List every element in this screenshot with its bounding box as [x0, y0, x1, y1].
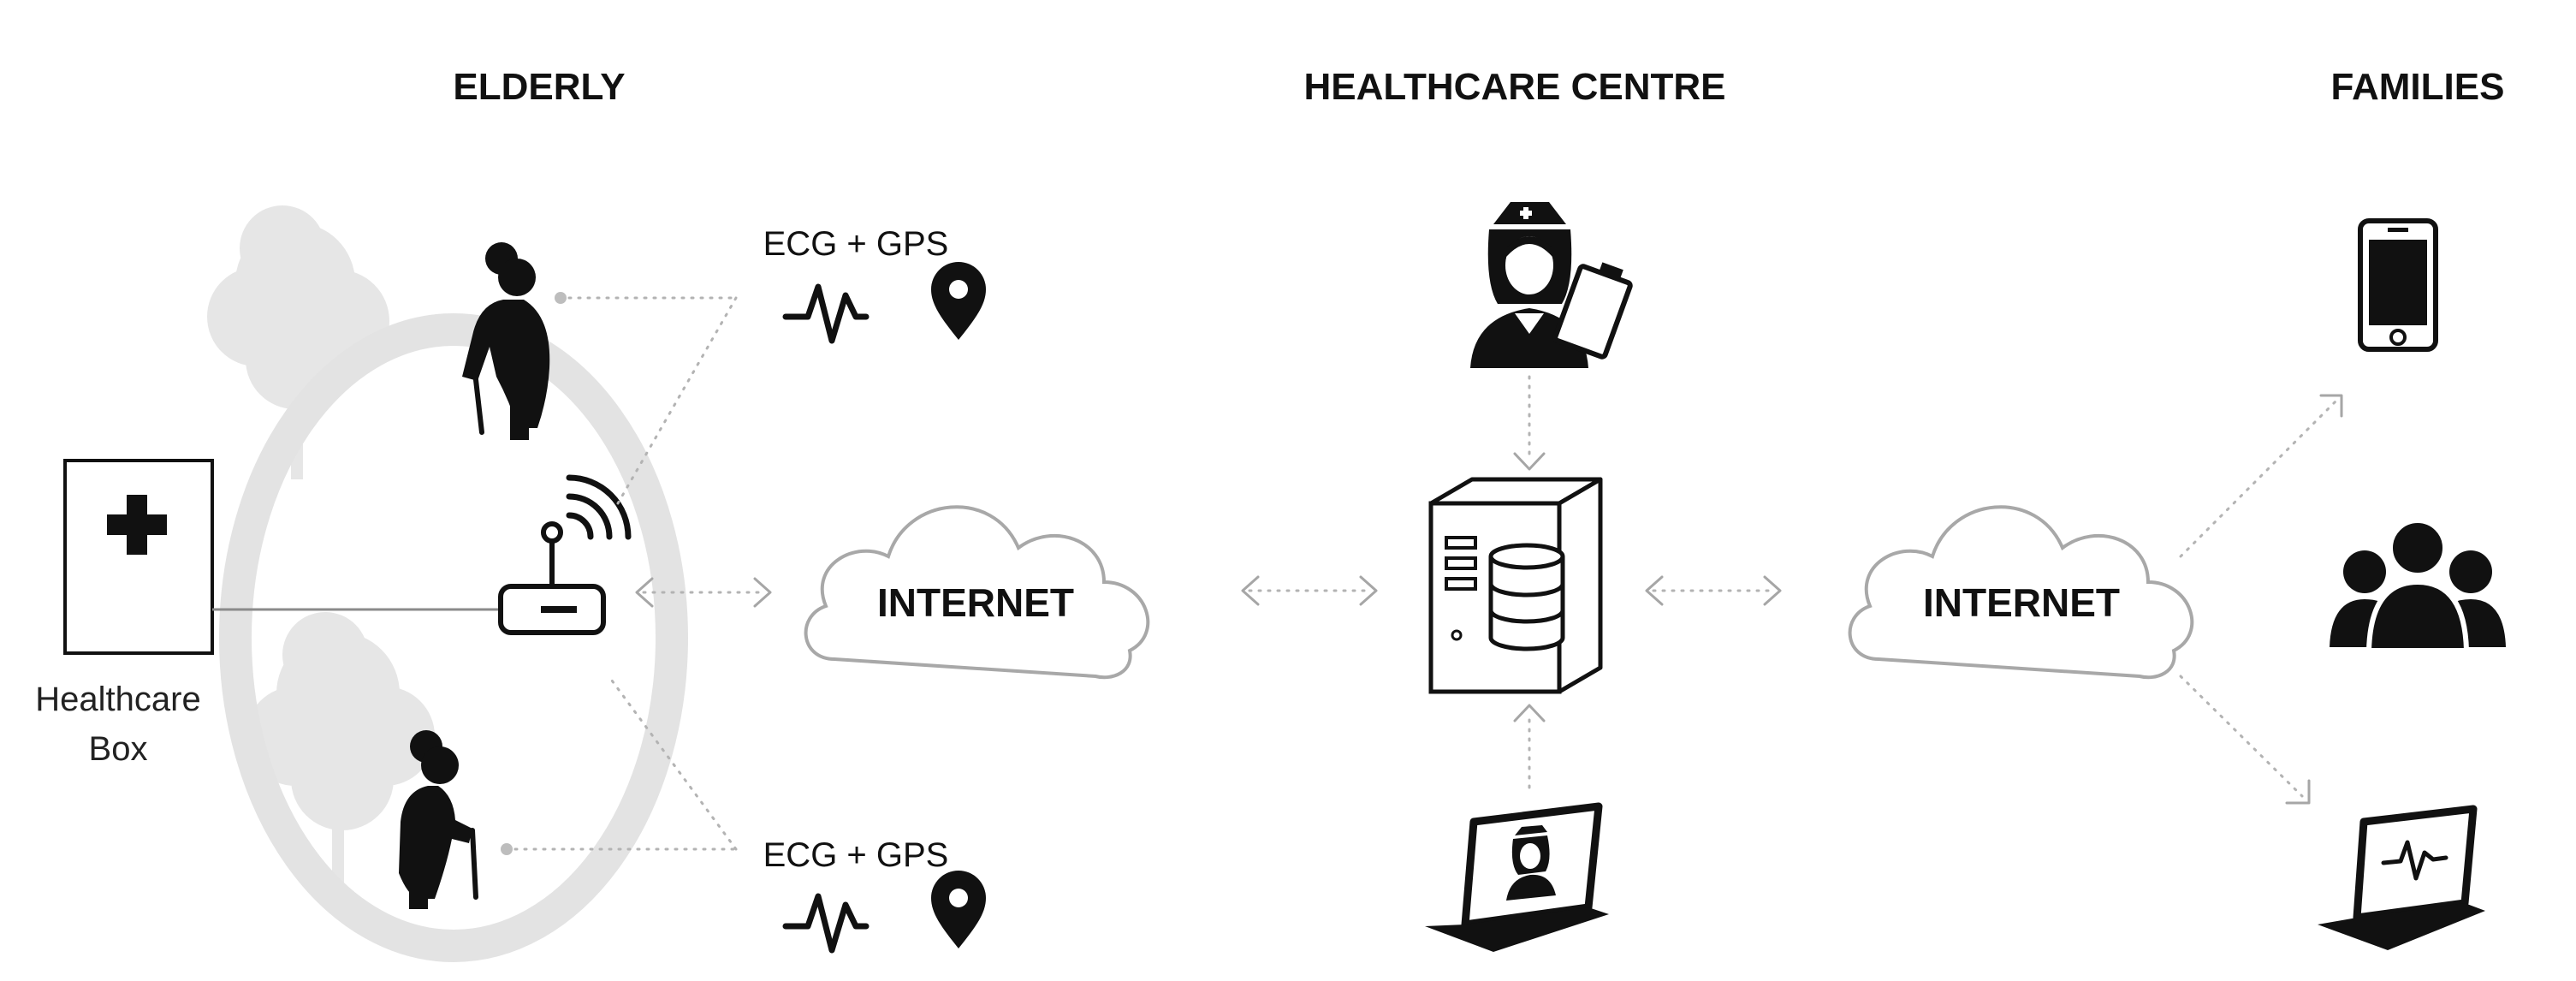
location-pin-icon [931, 871, 986, 948]
section-title-elderly: ELDERLY [453, 66, 625, 108]
ecg-heartbeat-icon [782, 893, 870, 954]
section-title-healthcare-centre: HEALTHCARE CENTRE [1304, 66, 1726, 108]
nurse-icon [1506, 825, 1556, 901]
sensor-label-top: ECG + GPS [763, 225, 949, 263]
walking-cane [472, 370, 484, 435]
arrow-nurse-to-server [1513, 375, 1546, 471]
tree-icon [207, 205, 389, 479]
arrow-to-laptop [2179, 675, 2311, 805]
cloud-icon [804, 505, 1150, 680]
wifi-router-icon [498, 474, 632, 635]
connector-dot [555, 292, 567, 304]
laptop-icon [1425, 802, 1609, 952]
sensor-label-bottom: ECG + GPS [763, 836, 949, 874]
clipboard-icon [1552, 262, 1633, 360]
arrow-laptop-to-server [1513, 704, 1546, 789]
connector-bottom-diagonal [610, 679, 738, 851]
laptop-icon [2318, 805, 2485, 950]
section-title-families: FAMILIES [2331, 66, 2505, 108]
elderly-person-icon [462, 242, 550, 440]
tree-icon [246, 612, 435, 890]
cloud-icon [1848, 505, 2194, 680]
elderly-area-ellipse [219, 313, 688, 962]
location-pin-icon [931, 262, 986, 340]
group-icon [2330, 518, 2506, 653]
healthcare-box-label-line2: Box [89, 730, 148, 768]
connector-top-diagonal [616, 296, 738, 505]
bidirectional-arrow [1241, 575, 1378, 606]
ecg-heartbeat-icon [782, 283, 870, 344]
arrow-to-smartphone [2179, 394, 2343, 558]
healthcare-box-label-line1: Healthcare [35, 681, 200, 718]
elderly-person-icon [399, 730, 472, 909]
healthcare-box [63, 459, 214, 655]
cloud-label-right: INTERNET [1923, 580, 2120, 625]
ecg-heartbeat-icon [2381, 840, 2448, 881]
walking-cane [470, 828, 478, 900]
bidirectional-arrow [635, 577, 772, 608]
connector-dot [501, 843, 513, 855]
cloud-label-left: INTERNET [877, 580, 1074, 625]
smartphone-icon [2358, 218, 2438, 352]
medical-cross-icon [107, 495, 167, 555]
server-database-icon [1428, 477, 1603, 694]
bidirectional-arrow [1645, 575, 1782, 606]
